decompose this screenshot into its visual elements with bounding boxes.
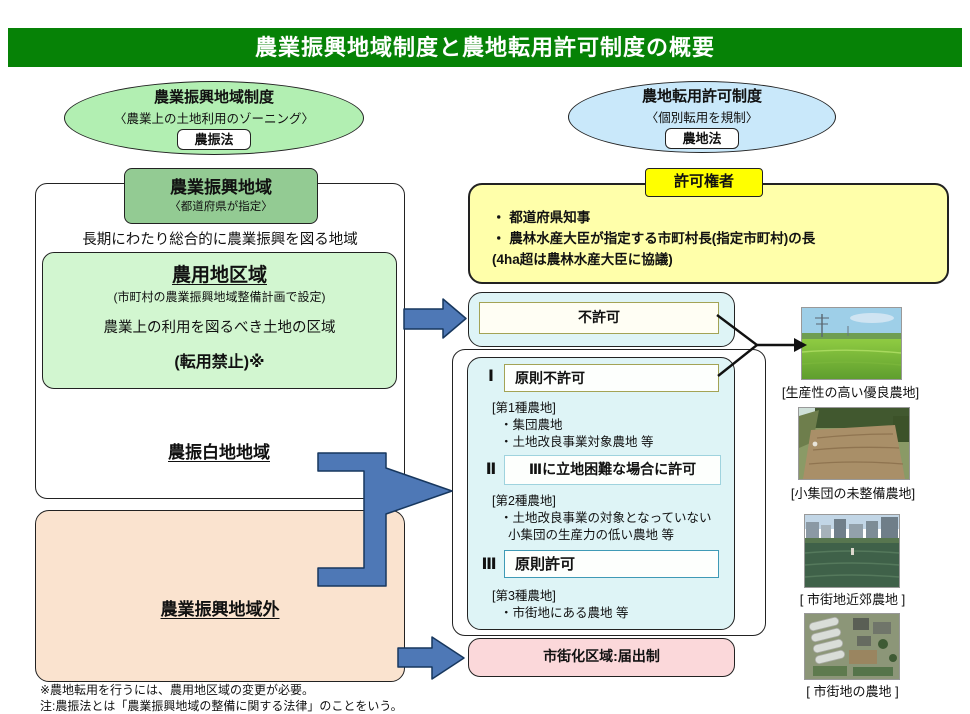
promotion-area-header-title: 農業振興地域 bbox=[170, 178, 272, 197]
footnote-2: 注:農振法とは「農業振興地域の整備に関する法律」のことをいう。 bbox=[40, 699, 403, 713]
authority-item-3: (4ha超は農林水産大臣に協議) bbox=[492, 252, 673, 267]
photo-urban-farmland bbox=[804, 613, 900, 680]
category-1-rule-box: 原則不許可 bbox=[504, 364, 719, 392]
photo-unimproved-farmland bbox=[798, 407, 910, 480]
category-1-type: [第1種農地] bbox=[492, 401, 556, 415]
authority-item-2: ・ 農林水産大臣が指定する市町村長(指定市町村)の長 bbox=[492, 231, 816, 246]
promotion-system-subtitle: 〈農業上の土地利用のゾーニング〉 bbox=[113, 112, 314, 126]
promotion-area-header-sub: 〈都道府県が指定〉 bbox=[169, 201, 273, 213]
permit-authority-tab: 許可権者 bbox=[645, 168, 763, 197]
category-2-rule-box: Ⅲに立地困難な場合に許可 bbox=[504, 455, 721, 485]
arrow-outside-to-notification bbox=[397, 636, 465, 680]
conversion-system-ellipse: 農地転用許可制度 〈個別転用を規制〉 農地法 bbox=[568, 81, 836, 153]
nouchi-law-badge: 農地法 bbox=[665, 128, 739, 149]
agricultural-land-zone-box: 農用地区域 (市町村の農業振興地域整備計画で設定) 農業上の利用を図るべき土地の… bbox=[42, 252, 397, 389]
category-2-numeral: Ⅱ bbox=[485, 461, 497, 478]
outside-area-box: 農業振興地域外 bbox=[35, 510, 405, 682]
land-zone-line1: 農業上の利用を図るべき土地の区域 bbox=[103, 320, 336, 336]
land-zone-sub: (市町村の農業振興地域整備計画で設定) bbox=[113, 290, 326, 304]
photo-caption-3: [ 市街地近郊農地 ] bbox=[799, 592, 906, 607]
white-zone-label: 農振白地地域 bbox=[168, 443, 270, 462]
conversion-system-subtitle: 〈個別転用を規制〉 bbox=[645, 111, 759, 125]
photo-productive-farmland bbox=[801, 307, 902, 380]
categories-box: Ⅰ 原則不許可 [第1種農地] ・集団農地 ・土地改良事業対象農地 等 Ⅱ Ⅲに… bbox=[467, 357, 735, 630]
category-3-numeral: Ⅲ bbox=[481, 556, 497, 573]
footnote-1: ※農地転用を行うには、農用地区域の変更が必要。 bbox=[40, 683, 315, 697]
outside-area-label: 農業振興地域外 bbox=[160, 600, 280, 619]
photo-suburban-farmland bbox=[804, 514, 900, 588]
category-2-type: [第2種農地] bbox=[492, 494, 556, 508]
no-permit-label: 不許可 bbox=[479, 302, 719, 334]
category-3-rule-box: 原則許可 bbox=[504, 550, 719, 578]
category-3-type: [第3種農地] bbox=[492, 589, 556, 603]
conversion-system-name: 農地転用許可制度 bbox=[641, 88, 762, 105]
no-permit-box: 不許可 bbox=[468, 292, 735, 347]
category-2-detail-2: 小集団の生産力の低い農地 等 bbox=[508, 528, 674, 542]
arrow-landzone-to-nopermit bbox=[403, 298, 467, 339]
land-zone-ban: (転用禁止)※ bbox=[174, 354, 265, 371]
category-3-detail-1: ・市街地にある農地 等 bbox=[500, 606, 629, 620]
promotion-area-header: 農業振興地域 〈都道府県が指定〉 bbox=[124, 168, 318, 224]
permit-authority-box: ・ 都道府県知事 ・ 農林水産大臣が指定する市町村長(指定市町村)の長 (4ha… bbox=[468, 183, 949, 284]
photo-caption-1: [生産性の高い優良農地] bbox=[781, 385, 920, 400]
noushin-law-badge: 農振法 bbox=[177, 129, 251, 150]
category-1-detail-2: ・土地改良事業対象農地 等 bbox=[500, 435, 654, 449]
land-zone-title: 農用地区域 bbox=[171, 265, 267, 286]
category-1-numeral: Ⅰ bbox=[488, 368, 494, 385]
authority-item-1: ・ 都道府県知事 bbox=[492, 210, 591, 225]
urbanization-notification-box: 市街化区域:届出制 bbox=[468, 638, 735, 677]
promotion-system-name: 農業振興地域制度 bbox=[153, 89, 274, 106]
longterm-description: 長期にわたり総合的に農業振興を図る地域 bbox=[82, 232, 358, 248]
photo-caption-4: [ 市街地の農地 ] bbox=[806, 684, 899, 699]
photo-caption-2: [小集団の未整備農地] bbox=[790, 486, 916, 501]
page-title: 農業振興地域制度と農地転用許可制度の概要 bbox=[8, 28, 962, 67]
promotion-system-ellipse: 農業振興地域制度 〈農業上の土地利用のゾーニング〉 農振法 bbox=[64, 81, 364, 155]
category-1-detail-1: ・集団農地 bbox=[500, 418, 563, 432]
category-2-detail-1: ・土地改良事業の対象となっていない bbox=[500, 511, 712, 525]
